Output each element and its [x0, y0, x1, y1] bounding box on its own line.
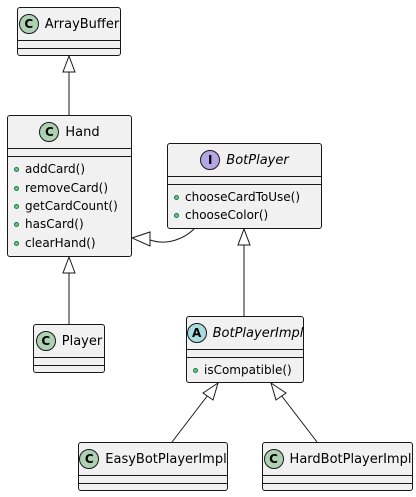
edge-hand-arraybuffer — [62, 54, 76, 115]
class-header: C Player — [34, 325, 104, 357]
divider — [8, 156, 131, 157]
class-header: C Hand — [8, 116, 131, 148]
public-method-icon — [14, 221, 19, 227]
edge-easy-botplayerimpl — [171, 381, 219, 443]
class-player[interactable]: C Player — [33, 324, 105, 373]
public-method-icon — [193, 367, 198, 373]
class-name: EasyBotPlayerImpl — [105, 451, 227, 467]
class-header: C EasyBotPlayerImpl — [79, 443, 227, 475]
class-name: Player — [61, 333, 103, 349]
interface-botplayer[interactable]: I BotPlayer chooseCardToUse() chooseColo… — [167, 143, 322, 229]
abstract-a-icon: A — [186, 323, 207, 343]
inheritance-arrowhead — [270, 381, 287, 401]
class-name: BotPlayerImpl — [212, 325, 304, 341]
class-c-icon: C — [35, 331, 56, 351]
divider — [18, 48, 120, 49]
interface-i-icon: I — [200, 150, 221, 170]
inheritance-arrowhead — [62, 255, 76, 274]
public-method-icon — [14, 240, 19, 246]
method-item: removeCard() — [14, 180, 108, 196]
class-c-icon: C — [263, 449, 284, 469]
edge-hard-botplayerimpl — [270, 381, 318, 443]
divider — [263, 475, 412, 476]
realization-arrowhead — [237, 227, 251, 246]
divider — [8, 148, 131, 149]
class-name: ArrayBuffer — [44, 16, 120, 32]
method-item: getCardCount() — [14, 198, 118, 214]
method-item: addCard() — [14, 161, 85, 177]
public-method-icon — [14, 185, 19, 191]
divider — [263, 483, 412, 484]
inheritance-arrowhead — [202, 381, 219, 401]
class-c-icon: C — [18, 14, 39, 34]
class-header: A BotPlayerImpl — [186, 317, 304, 349]
class-hardbotplayerimpl[interactable]: C HardBotPlayerImpl — [262, 442, 413, 491]
class-arraybuffer[interactable]: C ArrayBuffer — [17, 7, 121, 56]
divider — [187, 357, 303, 358]
class-name: Hand — [65, 124, 100, 140]
class-header: C HardBotPlayerImpl — [263, 443, 412, 475]
class-c-icon: C — [39, 122, 60, 142]
method-item: chooseCardToUse() — [174, 189, 300, 205]
class-easybotplayerimpl[interactable]: C EasyBotPlayerImpl — [78, 442, 228, 491]
divider — [79, 483, 227, 484]
class-c-icon: C — [79, 449, 100, 469]
divider — [34, 365, 104, 366]
edge-botplayerimpl-botplayer — [237, 227, 251, 316]
class-hand[interactable]: C Hand addCard() removeCard() getCardCou… — [7, 115, 132, 257]
divider — [34, 357, 104, 358]
edge-botplayer-hand — [130, 228, 195, 247]
inheritance-arrowhead — [62, 54, 76, 73]
public-method-icon — [14, 203, 19, 209]
divider — [18, 40, 120, 41]
method-item: hasCard() — [14, 216, 84, 232]
class-header: C ArrayBuffer — [18, 8, 120, 40]
class-name: BotPlayer — [226, 152, 289, 168]
divider — [168, 176, 321, 177]
class-name: HardBotPlayerImpl — [289, 451, 412, 467]
public-method-icon — [174, 212, 179, 218]
inheritance-arrowhead — [130, 231, 151, 247]
divider — [79, 475, 227, 476]
divider — [168, 184, 321, 185]
public-method-icon — [174, 194, 179, 200]
divider — [187, 349, 303, 350]
method-item: isCompatible() — [193, 362, 292, 378]
method-item: clearHand() — [14, 235, 96, 251]
abstract-class-botplayerimpl[interactable]: A BotPlayerImpl isCompatible() — [186, 316, 304, 383]
method-item: chooseColor() — [174, 207, 268, 223]
class-header: I BotPlayer — [168, 144, 321, 176]
public-method-icon — [14, 166, 19, 172]
edge-player-hand — [62, 255, 76, 324]
